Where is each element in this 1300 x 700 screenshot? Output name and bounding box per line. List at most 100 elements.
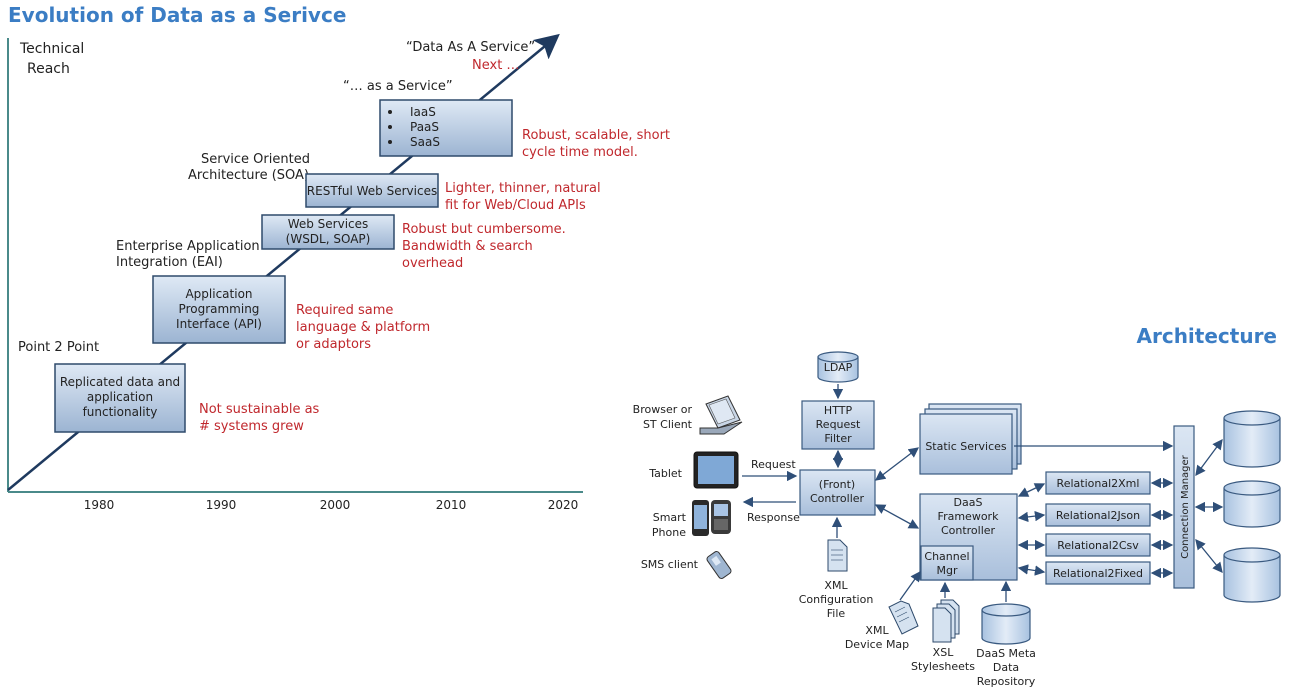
http-request-filter xyxy=(801,400,875,450)
era-box-restful xyxy=(305,173,439,208)
ldap-database-icon xyxy=(817,351,859,383)
relational2fixed xyxy=(1045,561,1151,585)
xml-config-label: File xyxy=(827,607,846,620)
relational-text: Relational2Xml xyxy=(1057,477,1140,490)
era-label-soa: Architecture (SOA) xyxy=(188,168,309,183)
era-note: cycle time model. xyxy=(522,145,638,160)
flip-phone-icon xyxy=(706,551,732,579)
relational2xml xyxy=(1045,471,1151,495)
client-label-sms: SMS client xyxy=(641,558,699,571)
daas-label: “Data As A Service” xyxy=(406,40,535,55)
year-tick: 2010 xyxy=(436,498,467,512)
xml-config-label: Configuration xyxy=(799,593,874,606)
relational-text: Relational2Csv xyxy=(1057,539,1139,552)
next-label: Next … xyxy=(472,58,519,73)
era-note: # systems grew xyxy=(199,419,304,434)
static-services-text: Static Services xyxy=(925,440,1007,453)
daas-controller-text: DaaS xyxy=(954,496,983,509)
era-note: or adaptors xyxy=(296,337,371,352)
era-box-text: functionality xyxy=(83,405,158,419)
controller-static-arrow xyxy=(874,447,920,481)
era-note: overhead xyxy=(402,256,463,271)
database-icon xyxy=(1223,480,1281,528)
era-box-text: Interface (API) xyxy=(176,317,262,331)
era-box-text: IaaS xyxy=(410,105,436,119)
era-box-text: (WSDL, SOAP) xyxy=(286,232,371,246)
bullet xyxy=(388,110,392,114)
era-box-text: Replicated data and xyxy=(60,375,180,389)
daas-relational-arrow xyxy=(1017,483,1046,497)
device-map-arrow xyxy=(899,570,921,601)
year-tick: 2020 xyxy=(548,498,579,512)
era-box-replicated-data xyxy=(54,363,186,433)
device-map-label: XML xyxy=(865,624,889,637)
era-label-eai: Enterprise Application xyxy=(116,239,260,254)
relational2csv xyxy=(1045,533,1151,557)
era-note: Lighter, thinner, natural xyxy=(445,181,601,196)
bullet xyxy=(388,140,392,144)
smartphone-icon xyxy=(692,500,731,536)
era-box-api xyxy=(152,275,286,344)
xsl-stylesheets-icon xyxy=(932,599,960,643)
era-box-iaas-paas-saas xyxy=(379,99,513,157)
http-filter-text: HTTP xyxy=(824,404,853,417)
year-tick: 2000 xyxy=(320,498,351,512)
client-label-tablet: Tablet xyxy=(648,467,682,480)
era-box-web-services xyxy=(261,214,395,250)
era-note: fit for Web/Cloud APIs xyxy=(445,198,586,213)
http-filter-text: Filter xyxy=(824,432,852,445)
evolution-title: Evolution of Data as a Serivce xyxy=(8,3,346,27)
client-label-smartphone: Smart xyxy=(653,511,687,524)
connection-manager-text: Connection Manager xyxy=(1180,454,1191,558)
front-controller-text: Controller xyxy=(810,492,865,505)
request-label: Request xyxy=(751,458,796,471)
architecture-title: Architecture xyxy=(1137,324,1278,348)
era-label-soa: Service Oriented xyxy=(201,152,310,167)
front-controller-text: (Front) xyxy=(819,478,855,491)
era-box-text: Web Services xyxy=(288,217,369,231)
client-label-smartphone: Phone xyxy=(652,526,686,539)
era-note: language & platform xyxy=(296,320,430,335)
meta-repo-label: DaaS Meta xyxy=(976,647,1036,660)
connection-db-arrow xyxy=(1195,538,1223,574)
device-map-label: Device Map xyxy=(845,638,909,651)
era-note: Robust but cumbersome. xyxy=(402,222,566,237)
daas-controller-text: Framework xyxy=(938,510,1000,523)
ldap-label: LDAP xyxy=(824,361,853,374)
channel-mgr-text: Channel xyxy=(924,550,969,563)
era-label-eai: Integration (EAI) xyxy=(116,255,223,270)
controller-daas-arrow xyxy=(874,504,920,529)
y-axis-label-line2: Reach xyxy=(27,61,70,77)
channel-mgr-text: Mgr xyxy=(937,564,958,577)
meta-data-repository-icon xyxy=(981,603,1031,645)
meta-repo-label: Data xyxy=(993,661,1019,674)
relational2json xyxy=(1045,503,1151,527)
era-note: Robust, scalable, short xyxy=(522,128,670,143)
daas-controller-text: Controller xyxy=(941,524,996,537)
era-box-text: Application xyxy=(185,287,252,301)
year-tick: 1990 xyxy=(206,498,237,512)
static-services xyxy=(919,413,1013,475)
daas-relational-arrow xyxy=(1017,510,1046,523)
connection-db-arrow xyxy=(1195,438,1223,477)
xsl-label: Stylesheets xyxy=(911,660,975,673)
era-label-as-a-service: “… as a Service” xyxy=(343,79,453,94)
client-label-browser: Browser or xyxy=(633,403,693,416)
era-note: Required same xyxy=(296,303,393,318)
era-note: Not sustainable as xyxy=(199,402,320,417)
response-label: Response xyxy=(747,511,800,524)
daas-relational-arrow xyxy=(1017,564,1046,576)
relational-text: Relational2Fixed xyxy=(1053,567,1143,580)
era-box-text: PaaS xyxy=(410,120,439,134)
http-filter-text: Request xyxy=(816,418,861,431)
xsl-label: XSL xyxy=(933,646,955,659)
connection-manager xyxy=(1173,425,1195,589)
era-label-point2point: Point 2 Point xyxy=(18,340,99,355)
channel-manager xyxy=(920,545,974,581)
xml-device-map-document-icon xyxy=(888,600,919,635)
laptop-icon xyxy=(699,395,743,435)
xml-config-document-icon xyxy=(827,539,848,572)
era-note: Bandwidth & search xyxy=(402,239,533,254)
era-box-text: application xyxy=(87,390,153,404)
